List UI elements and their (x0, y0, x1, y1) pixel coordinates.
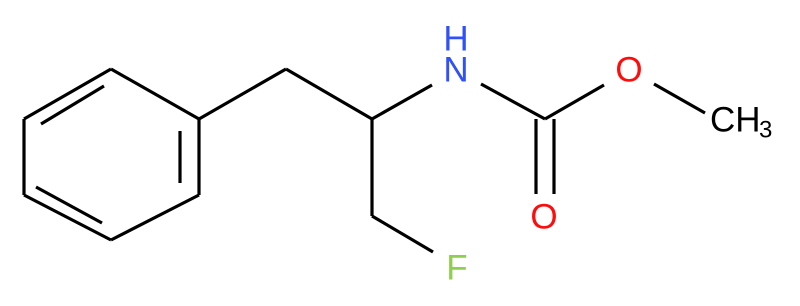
bond-ring-inner-3 (40, 84, 105, 126)
bond-ring-inner-2 (35, 185, 103, 225)
bond-ch2-to-ch (285, 67, 373, 121)
bond-ch-to-nitrogen (371, 83, 433, 121)
atom-nitrogen-group: H N (443, 20, 468, 90)
bond-ring-2 (110, 193, 200, 242)
atom-fluorine: F (446, 249, 467, 288)
bond-carbonyl-to-ester-oxygen (544, 83, 605, 121)
atom-carbonyl-oxygen: O (530, 198, 557, 237)
bond-ring-6 (110, 67, 200, 121)
atom-ester-oxygen: O (615, 51, 642, 90)
atom-methyl: CH (710, 101, 761, 140)
atom-methyl-group: CH 3 (710, 101, 772, 144)
atom-nitrogen-hydrogen: H (443, 20, 468, 59)
bond-ring-to-ch2 (198, 67, 287, 121)
bond-nitrogen-to-carbonyl (480, 82, 546, 121)
atom-methyl-subscript: 3 (759, 117, 772, 144)
bond-ch2f-to-fluorine (371, 214, 434, 254)
bond-ring-3 (23, 193, 112, 242)
bond-ester-oxygen-to-methyl (653, 82, 706, 115)
carbon-chain (198, 67, 706, 254)
atom-nitrogen: N (443, 51, 468, 90)
bond-ring-5 (23, 67, 112, 121)
benzene-ring (22, 67, 201, 242)
